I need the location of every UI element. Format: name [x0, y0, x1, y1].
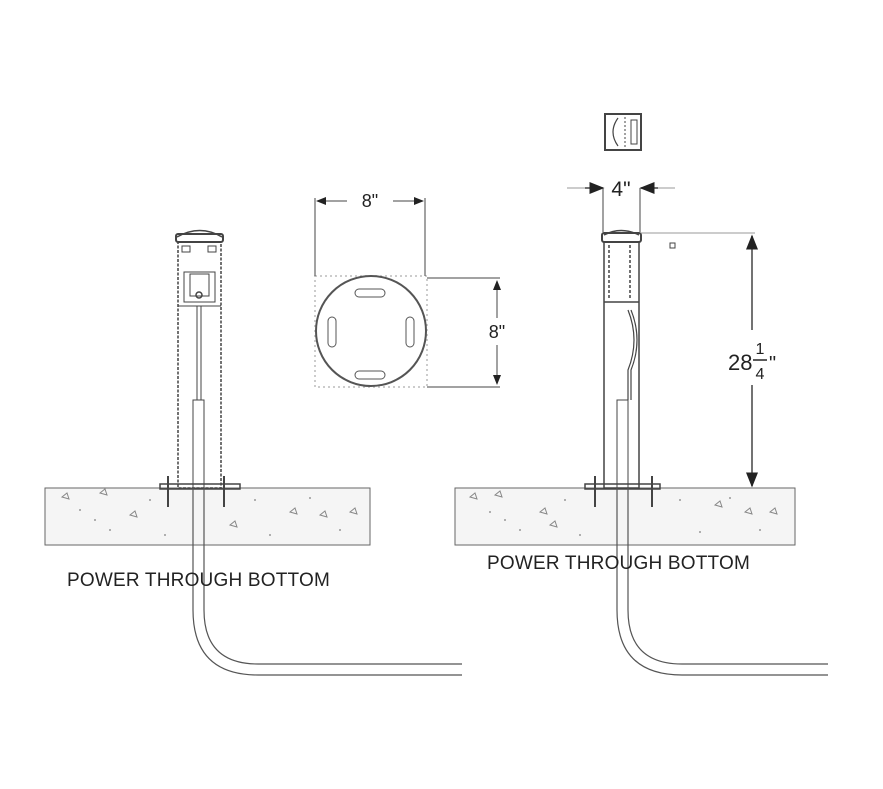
post-height-label: 28 1 4 "	[728, 341, 776, 383]
plate-depth-label: 8"	[489, 322, 505, 342]
svg-text:4: 4	[756, 366, 765, 383]
post-height-dimension	[641, 232, 758, 488]
plate-width-label: 8"	[362, 191, 378, 211]
post-width-dimension	[567, 182, 675, 232]
left-post	[159, 229, 241, 507]
left-caption: POWER THROUGH BOTTOM	[67, 570, 330, 591]
post-width-label: 4"	[611, 178, 630, 201]
svg-text:28: 28	[728, 350, 752, 375]
right-conduit	[616, 488, 828, 676]
left-conduit	[192, 488, 462, 676]
right-caption: POWER THROUGH BOTTOM	[487, 553, 750, 574]
right-slab	[454, 487, 796, 546]
svg-text:1: 1	[756, 341, 765, 358]
base-plate-top-view: 8" 8"	[314, 191, 505, 388]
post-plan-icon	[604, 113, 642, 151]
left-slab	[44, 487, 371, 546]
right-post	[584, 229, 676, 507]
svg-text:": "	[769, 353, 776, 375]
